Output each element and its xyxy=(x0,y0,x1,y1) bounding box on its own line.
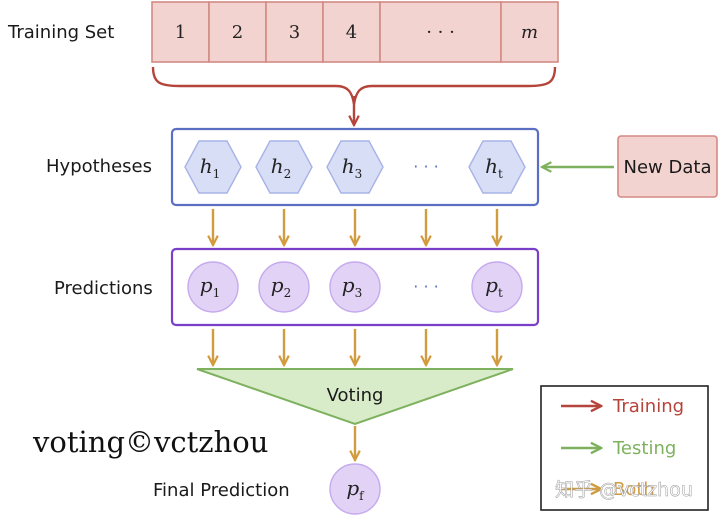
training-cell-label: · · · xyxy=(426,22,455,43)
training-cell-label: 1 xyxy=(175,22,186,43)
hypothesis-symbol: ht xyxy=(485,154,503,181)
new-data-label: New Data xyxy=(624,157,712,178)
prediction-symbol: p2 xyxy=(271,273,291,300)
training-cell xyxy=(208,1,267,63)
hypothesis-symbol: h3 xyxy=(342,154,363,181)
prediction-circle xyxy=(187,261,239,313)
training-cell xyxy=(265,1,324,63)
training-set-row: 1 2 3 4 · · · m xyxy=(151,1,559,63)
watermark-right: 知乎 @vctzhou xyxy=(555,479,693,501)
final-prediction-circle xyxy=(329,463,381,515)
hypothesis-ellipsis: · · · xyxy=(413,157,438,176)
hypothesis-hexagon xyxy=(326,140,384,194)
hypothesis-to-prediction-arrows xyxy=(213,209,497,244)
prediction-symbol: p1 xyxy=(200,273,220,300)
hypothesis-hexagon xyxy=(184,140,242,194)
hypotheses-box xyxy=(170,127,540,207)
voting-triangle xyxy=(196,368,514,426)
hypotheses-label: Hypotheses xyxy=(46,156,152,177)
legend-testing-label: Testing xyxy=(612,438,676,459)
final-prediction-label: Final Prediction xyxy=(153,480,290,501)
hypotheses-row: h1 h2 h3 · · · ht xyxy=(184,140,526,194)
prediction-circle xyxy=(471,261,523,313)
training-cell xyxy=(379,1,502,63)
training-set-label: Training Set xyxy=(7,22,114,43)
prediction-circle xyxy=(329,261,381,313)
training-cell-label: m xyxy=(521,22,538,43)
predictions-box xyxy=(170,247,540,327)
training-cell xyxy=(151,1,210,63)
legend-both-label: Both xyxy=(613,479,655,500)
predictions-row: p1 p2 p3 · · · pt xyxy=(187,261,523,313)
hypothesis-hexagon xyxy=(468,140,526,194)
prediction-to-voting-arrows xyxy=(213,329,497,364)
predictions-label: Predictions xyxy=(54,278,153,299)
new-data-box xyxy=(617,135,718,198)
watermark-left: voting©vctzhou xyxy=(32,425,268,459)
hypothesis-symbol: h2 xyxy=(271,154,292,181)
voting-label: Voting xyxy=(327,385,384,406)
training-cell xyxy=(500,1,559,63)
prediction-symbol: p3 xyxy=(342,273,362,300)
training-cell-label: 4 xyxy=(346,22,357,43)
prediction-ellipsis: · · · xyxy=(413,277,438,296)
training-cell-label: 3 xyxy=(289,22,300,43)
prediction-circle xyxy=(258,261,310,313)
training-cell-label: 2 xyxy=(232,22,243,43)
hypothesis-hexagon xyxy=(255,140,313,194)
final-prediction-symbol: pf xyxy=(346,476,365,503)
legend-training-label: Training xyxy=(612,396,684,417)
prediction-symbol: pt xyxy=(485,273,503,300)
hypothesis-symbol: h1 xyxy=(200,154,221,181)
